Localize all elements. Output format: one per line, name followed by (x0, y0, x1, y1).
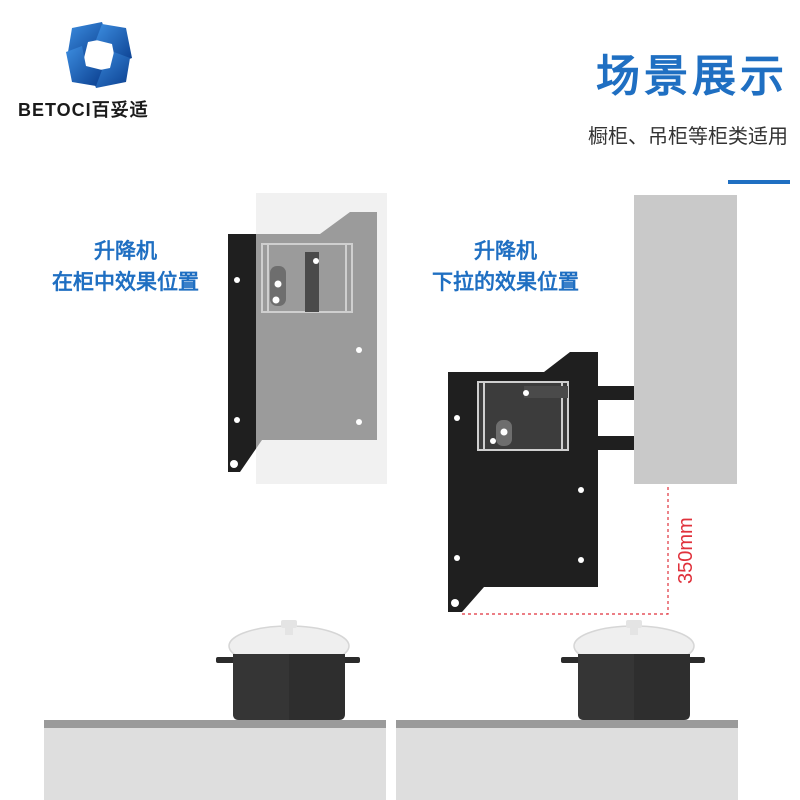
brand-logo: BETOCI百妥适 (18, 18, 188, 120)
brand-name-cn: 百妥适 (91, 100, 149, 120)
countertop-right (396, 728, 738, 800)
brand-name: BETOCI百妥适 (18, 96, 188, 122)
wall-cabinet (634, 195, 737, 484)
caption-extended-line1: 升降机 (474, 239, 537, 263)
countertops (44, 720, 738, 800)
caption-retracted-line1: 升降机 (94, 239, 157, 263)
right-scene: 350mm (448, 195, 737, 615)
pot-icon (216, 620, 360, 720)
lift-arm-lower (594, 436, 634, 450)
lift-arm-upper (594, 386, 634, 400)
caption-retracted-line2: 在柜中效果位置 (52, 270, 199, 294)
left-scene (228, 193, 387, 484)
cabinet-overlay (256, 193, 387, 484)
countertop-left-edge (44, 720, 386, 728)
countertop-right-edge (396, 720, 738, 728)
page-title: 场景展示 (596, 51, 788, 102)
caption-extended-line2: 下拉的效果位置 (432, 270, 579, 294)
page-subtitle: 橱柜、吊柜等柜类适用 (588, 124, 788, 148)
accent-line (728, 180, 790, 184)
measurement-label: 350mm (675, 517, 697, 584)
measurement-line (462, 484, 669, 615)
brand-name-latin: BETOCI (18, 100, 92, 120)
caption-extended: 升降机 下拉的效果位置 (408, 236, 603, 298)
pot-icon (561, 620, 705, 720)
caption-retracted: 升降机 在柜中效果位置 (28, 236, 223, 298)
logo-icon (66, 22, 132, 88)
countertop-left (44, 728, 386, 800)
